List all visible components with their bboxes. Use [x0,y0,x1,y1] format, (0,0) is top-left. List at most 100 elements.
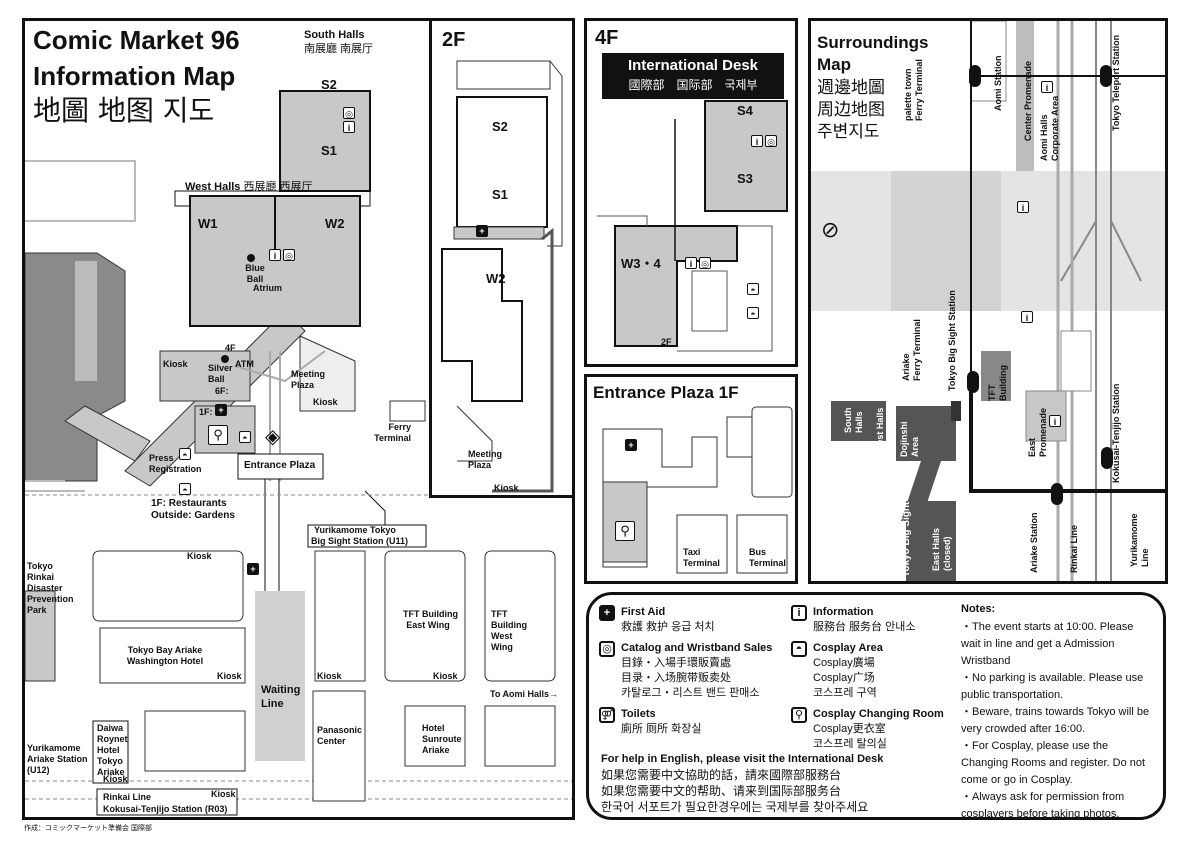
ariake-ferry-label: Ariake Ferry Terminal [901,319,922,381]
info-icon: i [1017,201,1029,213]
bus-terminal-label: Bus Terminal [749,547,786,568]
compass-icon: ⊘ [821,217,840,242]
atrium-label: Atrium [253,283,282,293]
mask-icon: ◓ [179,448,191,460]
restaurants-label: 1F: Restaurants [151,498,227,509]
mask-icon: ◓ [179,483,191,495]
center-promenade-label: Center Promenade [1023,60,1033,141]
east-promenade-label: East Promenade [1027,407,1048,457]
meeting-plaza-label: Meeting Plaza [291,369,326,390]
map-4f-graphics [597,100,788,352]
panel-entrance-1f: Entrance Plaza 1F + ⚲ Taxi Terminal Bus … [584,374,798,584]
info-icon: i [1021,311,1033,323]
tft-building-label: TFT Building [987,365,1008,401]
yurikamome-tokyo-label: Yurikamome Tokyo [314,525,396,535]
panel-4f-title: 4F [595,27,619,49]
station-kokusai [1101,447,1113,469]
to-aomi-label: To Aomi Halls→ [490,689,559,699]
cosplay-area-zh-2: Cosplay广场 [813,672,875,684]
plus-icon: + [599,605,615,621]
kiosk-label-1: Kiosk [163,359,188,369]
station-big-sight [967,371,979,393]
floor-1f-label: 1F: [199,407,213,417]
south-halls-label-s: South Halls [843,407,864,434]
tokyo-big-sight-label: Tokyo Big Sight [901,501,912,577]
map-2f-graphics [441,60,563,493]
panel-2f: 2F S2 S1 + W2 Meeting Plaza Kiosk [429,18,575,498]
intl-desk-cjk: 國際部 国际部 국제부 [628,78,758,92]
kiosk-label-8: Kiosk [211,789,236,799]
notes-title: Notes: [961,603,996,615]
first-aid-label: First Aid [621,606,666,618]
kiosk-label-4: Kiosk [217,671,242,681]
legend-catalog: ◎ Catalog and Wristband Sales 目錄・入場手環販賣處… [599,641,772,701]
first-aid-icon: + [215,404,227,416]
note-item: ・Always ask for permission from cosplaye… [961,791,1125,820]
first-aid-icon: + [625,439,637,451]
entrance-plaza-label: Entrance Plaza [244,460,316,471]
west-halls-en: West Halls [185,181,241,193]
hall-s2-2f: S2 [492,119,508,134]
floor-2f-label-4f: 2F [661,337,672,347]
cosplay-change-label: Cosplay Changing Room [813,708,944,720]
mask-icon: ◓ [239,431,251,443]
catalog-cjk-2: 目录・入场腕带贩卖处 [621,672,731,684]
gardens-label: Outside: Gardens [151,510,235,521]
rinkai-line-label-s: Rinkai Line [1069,524,1079,573]
daiwa-label: Daiwa Roynet Hotel Tokyo Ariake [97,723,128,777]
station-teleport [1100,65,1112,87]
legend-information: i Information 服務台 服务台 안내소 [791,605,915,635]
catalog-cjk-1: 目錄・入場手環販賣處 [621,657,731,669]
hall-s4: S4 [737,103,753,118]
west-halls-cjk: 西展廳 西展厅 [243,181,313,193]
mask-icon: ◓ [791,641,807,657]
meeting-plaza-2f: Meeting Plaza [468,449,503,470]
note-item: ・The event starts at 10:00. Please wait … [961,621,1134,667]
catalog-icon: ◎ [343,107,355,119]
blue-ball-dot [247,254,255,262]
washington-hotel-label: Tokyo Bay Ariake Washington Hotel [126,645,204,666]
panasonic-label: Panasonic Center [317,725,363,746]
big-sight-station-label: Tokyo Big Sight Station [947,290,957,391]
catalog-ko: 카탈로그・리스트 밴드 판매소 [621,687,760,699]
surroundings-title-2: Map [817,55,851,74]
kiosk-label-7: Kiosk [103,774,128,784]
legend-cosplay-change: ⚲ Cosplay Changing Room Cosplay更衣室 코스프레 … [791,707,944,752]
floor-6f-label: 6F: [215,386,229,396]
catalog-icon: ◎ [283,249,295,261]
catalog-icon: ◎ [699,257,711,269]
kiosk-label-6: Kiosk [433,671,458,681]
kiosk-label-3: Kiosk [187,551,212,561]
help-english: For help in English, please visit the In… [601,753,884,765]
info-cjk: 服務台 服务台 안내소 [813,621,916,633]
help-ko: 한국어 서포트가 필요한경우에는 국제부를 찾아주세요 [601,800,869,814]
info-icon: i [1049,415,1061,427]
first-aid-icon: + [476,225,488,237]
rinkai-park-label: Tokyo Rinkai Disaster Prevention Park [27,561,74,615]
atm-label: ATM [235,359,254,369]
hall-w1-label: W1 [198,216,218,231]
map-title-cjk: 地圖 地图 지도 [33,94,215,127]
changing-room-icon: ⚲ [615,521,635,541]
info-icon: i [269,249,281,261]
mask-icon: ◓ [747,307,759,319]
silver-ball-dot [221,355,229,363]
west-halls-label: West Halls 西展廳 西展厅 [185,181,313,194]
big-sight-station-label: Big Sight Station (U11) [311,536,409,546]
legend-panel: + First Aid 救護 救护 응급 처치 ◎ Catalog and Wr… [586,592,1166,820]
tft-east-label: TFT Building East Wing [403,609,458,630]
info-label: Information [813,606,874,618]
blue-ball-label: Blue Ball [245,263,265,284]
cosplay-area-label: Cosplay Area [813,642,883,654]
hall-w2-2f: W2 [486,271,506,286]
changing-room-icon: ⚲ [791,707,807,723]
panel-4f: International Desk 國際部 国际部 국제부 4F S4 S3 … [584,18,798,367]
compass-icon: ◈ [265,426,281,448]
kokusai-station-label: Kokusai-Tenjijo Station [1111,383,1121,483]
hall-s3: S3 [737,171,753,186]
legend-cosplay-area: ◓ Cosplay Area Cosplay廣場 Cosplay广场 코스프레 … [791,641,883,701]
taxi-terminal-label: Taxi Terminal [683,547,720,568]
catalog-icon: ◎ [765,135,777,147]
floor-4f-label: 4F [225,343,236,353]
toilet-icon: ⚤ [599,707,615,723]
